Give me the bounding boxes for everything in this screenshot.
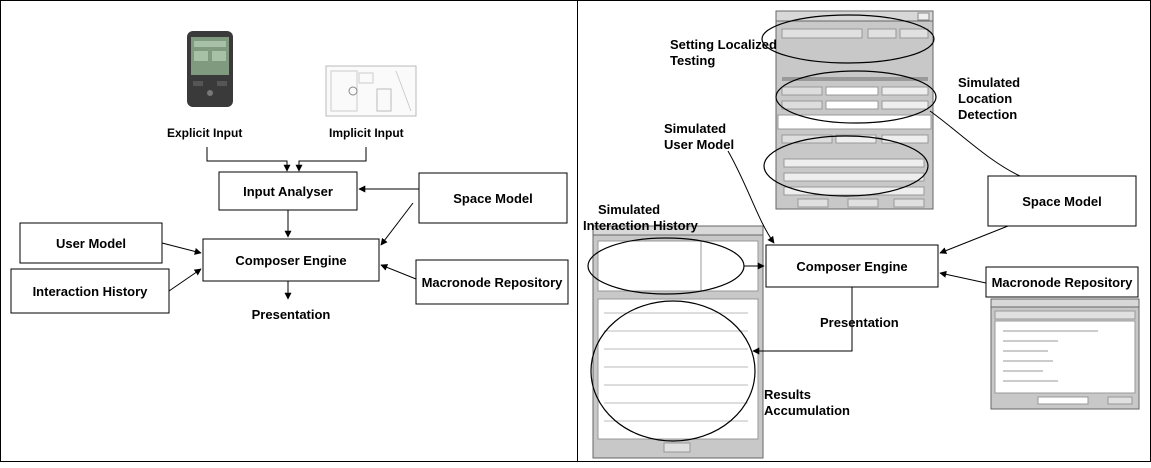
results-accumulation-line-2: Accumulation: [764, 403, 850, 418]
floor-plan-image: [325, 65, 417, 117]
testing-tool-window: [775, 10, 934, 210]
implicit-input-label: Implicit Input: [329, 126, 404, 140]
pda-device-image: [187, 31, 233, 107]
simulated-location-detection-line-2: Location: [958, 91, 1012, 106]
simulated-location-detection-label: Simulated Location Detection: [958, 75, 1024, 122]
presentation-label: Presentation: [820, 315, 899, 330]
input-analyser-label: Input Analyser: [243, 184, 333, 199]
interaction-history-box: [10, 268, 170, 314]
user-model-ellipse: [763, 135, 929, 197]
simulated-user-model-label: Simulated User Model: [664, 121, 734, 152]
simulated-interaction-history-line-1: Simulated: [598, 202, 660, 217]
left-diagram-panel: Explicit Input Implicit Input Input Anal…: [0, 0, 578, 462]
setting-localized-testing-line-2: Testing: [670, 53, 715, 68]
macronode-repository-frame: [985, 266, 1139, 298]
composer-engine-label: Composer Engine: [796, 259, 907, 274]
localized-testing-ellipse: [761, 14, 935, 64]
space-model-label: Space Model: [453, 191, 532, 206]
simulated-interaction-history-label: Simulated Interaction History: [583, 202, 699, 233]
simulated-user-model-line-2: User Model: [664, 137, 734, 152]
composer-engine-label: Composer Engine: [235, 253, 346, 268]
results-accumulation-line-1: Results: [764, 387, 811, 402]
results-accumulation-label: Results Accumulation: [764, 387, 850, 418]
location-detection-ellipse: [775, 70, 937, 124]
explicit-input-label: Explicit Input: [167, 126, 242, 140]
results-ellipse: [590, 300, 756, 442]
space-model-label: Space Model: [1022, 194, 1101, 209]
presentation-label: Presentation: [252, 307, 331, 322]
simulated-location-detection-line-3: Detection: [958, 107, 1017, 122]
macronode-repository-box: [415, 259, 569, 305]
interaction-history-window: [592, 225, 764, 459]
setting-localized-testing-line-1: Setting Localized: [670, 37, 777, 52]
macronode-repository-label: Macronode Repository: [422, 275, 564, 290]
setting-localized-testing-label: Setting Localized Testing: [670, 37, 781, 68]
right-diagram-panel: Setting Localized Testing Simulated Loca…: [577, 0, 1151, 462]
architecture-diagram: Explicit Input Implicit Input Input Anal…: [10, 31, 569, 322]
macronode-repository-window: [990, 298, 1140, 410]
user-model-label: User Model: [56, 236, 126, 251]
user-model-box: [19, 222, 163, 264]
composer-engine-box: [202, 238, 380, 282]
macronode-repository-label: Macronode Repository: [992, 275, 1134, 290]
space-model-box: [418, 172, 568, 224]
space-model-box: [987, 175, 1137, 227]
simulated-user-model-line-1: Simulated: [664, 121, 726, 136]
simulated-interaction-history-line-2: Interaction History: [583, 218, 699, 233]
input-analyser-box: [218, 171, 358, 211]
simulation-diagram: Setting Localized Testing Simulated Loca…: [583, 10, 1140, 459]
composer-engine-box: [765, 244, 939, 288]
interaction-history-label: Interaction History: [33, 284, 149, 299]
simulated-location-detection-line-1: Simulated: [958, 75, 1020, 90]
